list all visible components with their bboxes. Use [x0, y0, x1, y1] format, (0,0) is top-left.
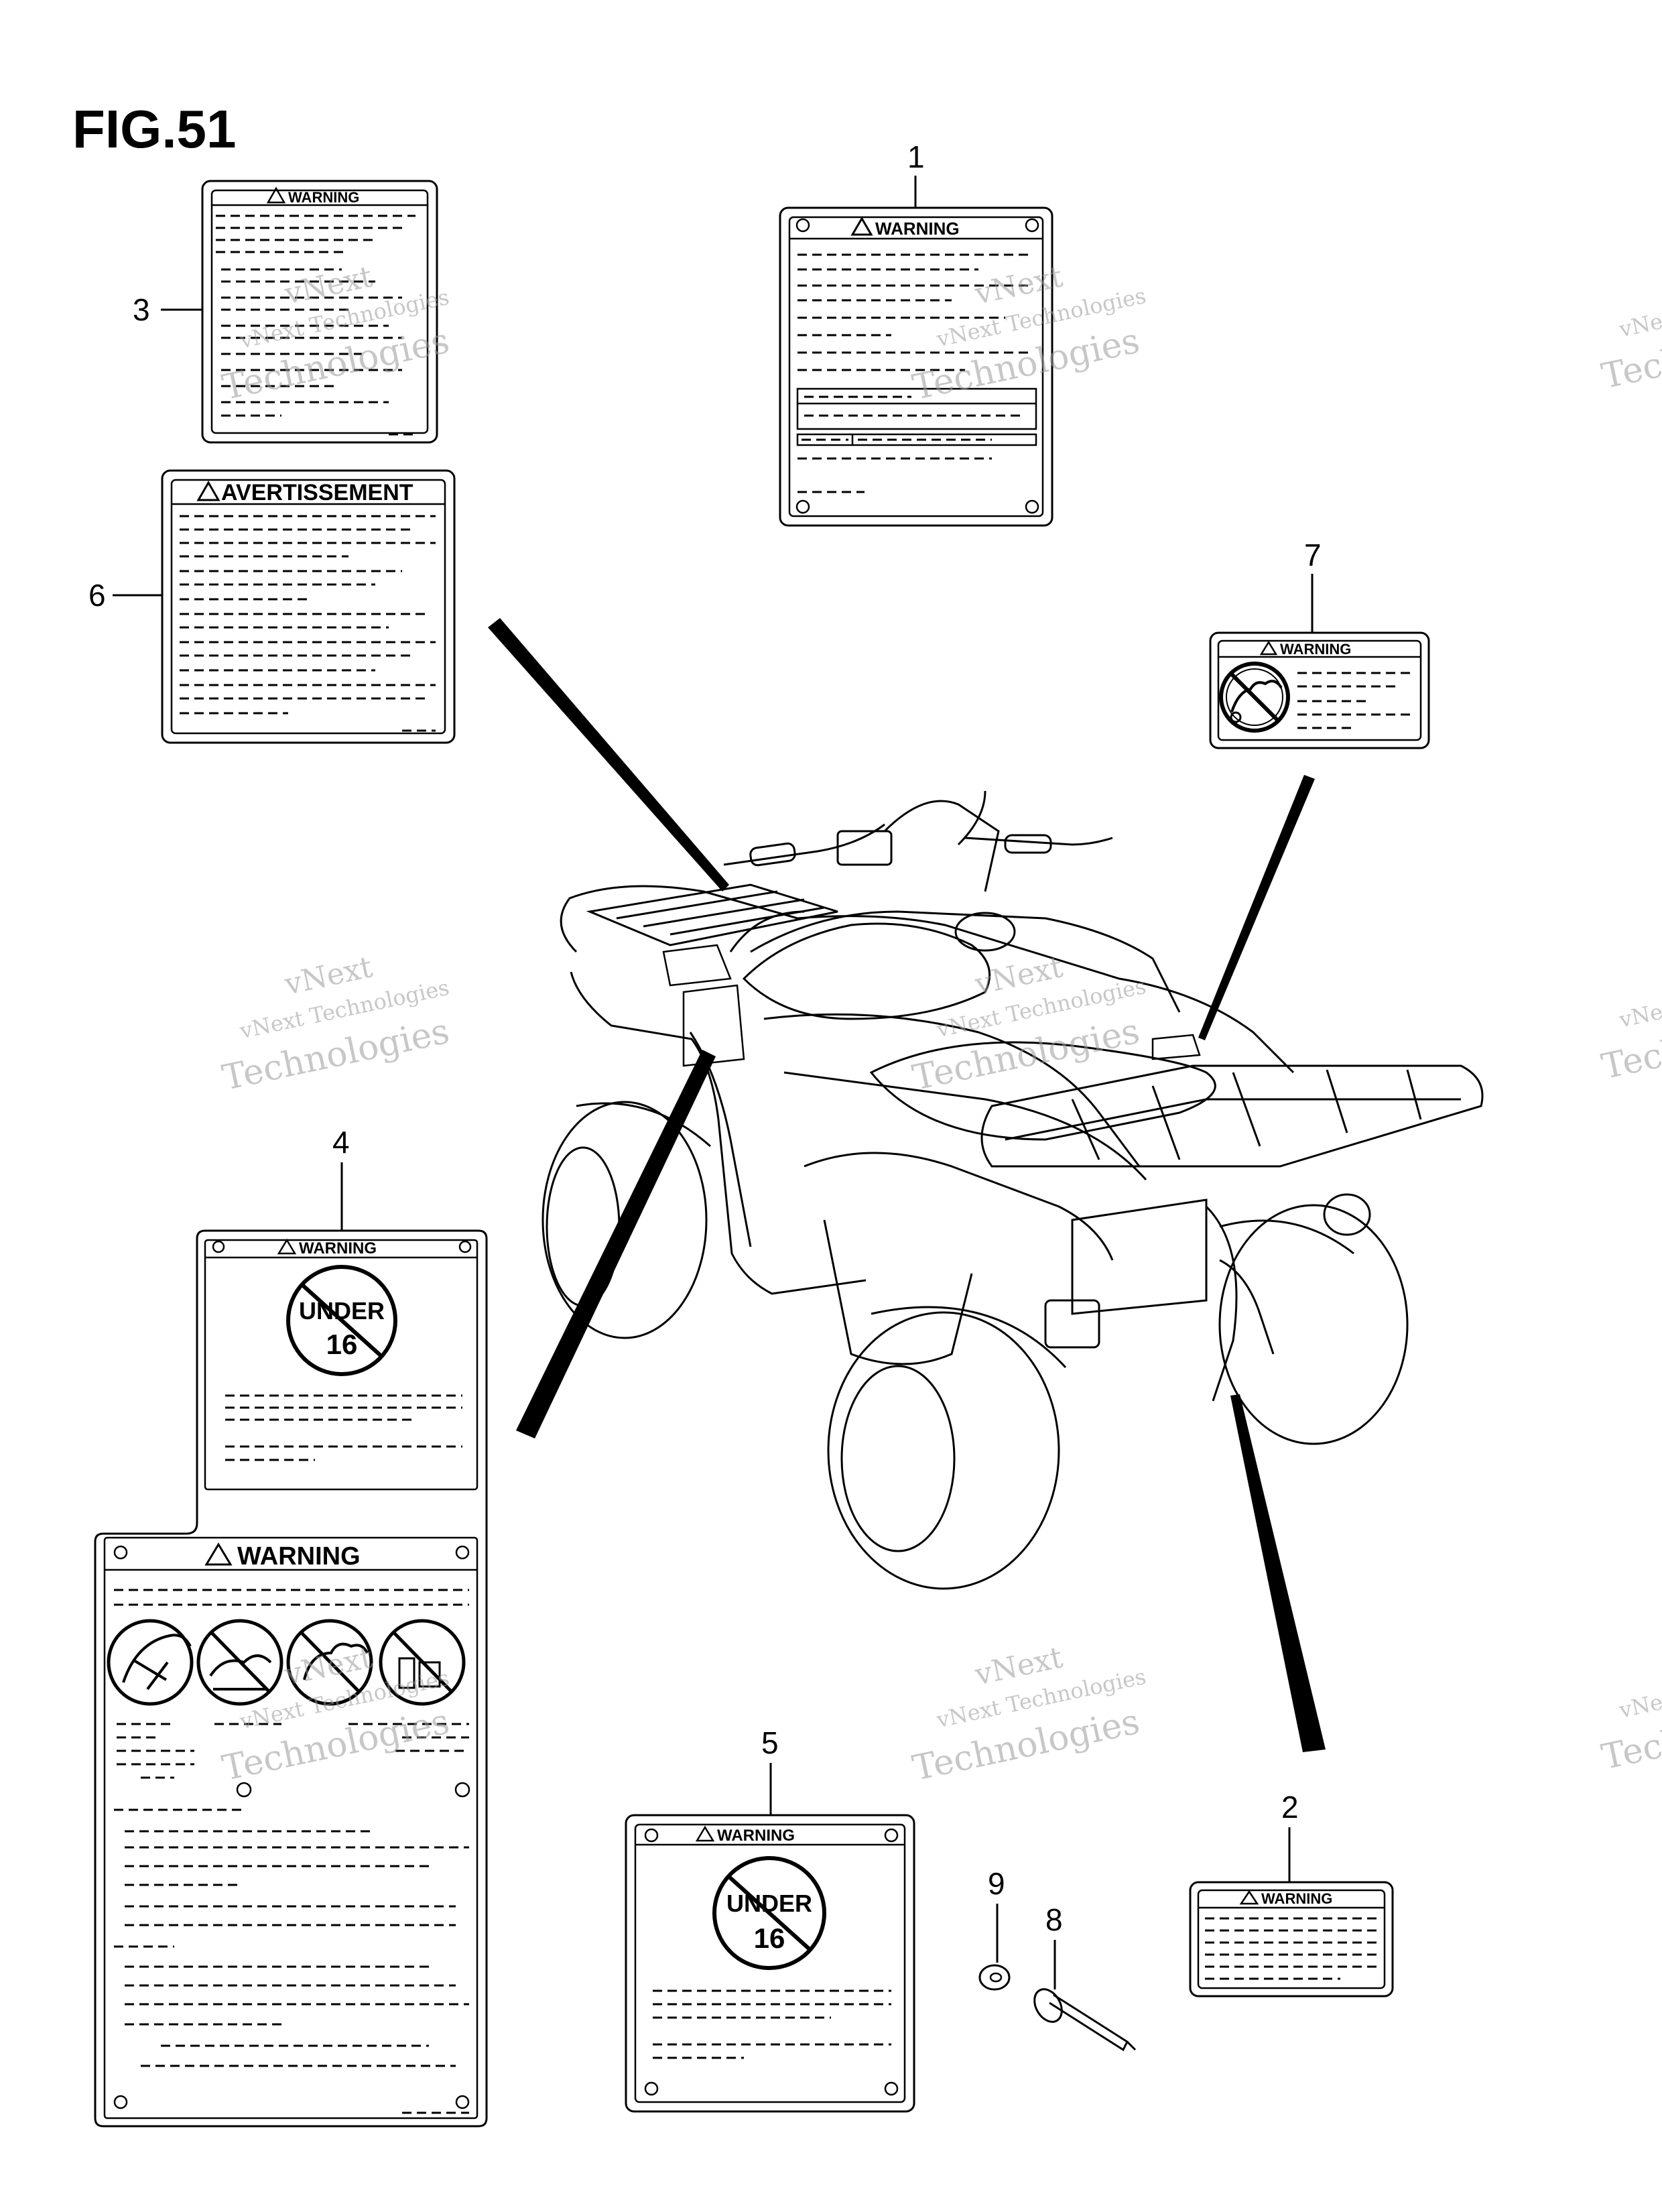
- safety-pictograms: [107, 1619, 466, 1706]
- warning-triangle-icon: [277, 1238, 297, 1255]
- label-1-heading: WARNING: [875, 219, 960, 239]
- svg-text:1: 1: [907, 139, 925, 174]
- label-4-top-text-lines: [225, 1394, 462, 1461]
- warning-triangle-icon: [204, 1542, 233, 1566]
- label-2-text-lines: [1205, 1917, 1377, 1980]
- callout-8: 8: [1045, 1902, 1063, 1989]
- label-7-warning: WARNING: [1209, 631, 1430, 749]
- warning-triangle-icon: [266, 186, 286, 204]
- label-7-heading: WARNING: [1280, 641, 1351, 658]
- atv-illustration: [541, 790, 1484, 1590]
- pointer-wedges: [488, 618, 1326, 1752]
- rollover-pictogram-icon: [107, 1619, 194, 1706]
- watermark-7: vNext Technologies Technologies: [1598, 273, 1662, 397]
- no-alcohol-drugs-pictogram-icon: [379, 1619, 466, 1706]
- watermark-9: vNext Technologies Technologies: [1598, 1654, 1662, 1778]
- warning-triangle-icon: [850, 217, 873, 236]
- under-16-icon: UNDER 16: [286, 1265, 397, 1376]
- svg-text:8: 8: [1045, 1902, 1063, 1937]
- callout-2: 2: [1281, 1790, 1299, 1882]
- label-5-warning: WARNING UNDER 16: [625, 1814, 915, 2113]
- watermark-3: vNext vNext Technologies Technologies: [219, 950, 453, 1099]
- watermark-4: vNext vNext Technologies Technologies: [909, 950, 1149, 1099]
- label-3-text-lines: [216, 214, 416, 436]
- callout-5: 5: [761, 1725, 779, 1815]
- svg-text:9: 9: [988, 1866, 1005, 1901]
- svg-text:2: 2: [1281, 1790, 1299, 1825]
- label-5-heading: WARNING: [717, 1827, 795, 1845]
- svg-text:vNext Technologies: vNext Technologies: [1616, 1654, 1662, 1723]
- label-4-heading: WARNING: [299, 1239, 377, 1257]
- label-7-text-lines: [1297, 672, 1414, 729]
- svg-text:3: 3: [133, 292, 150, 327]
- watermark-2: vNext vNext Technologies Technologies: [909, 259, 1149, 408]
- svg-text:7: 7: [1304, 538, 1322, 572]
- no-passenger-pictogram-icon: [1219, 662, 1290, 733]
- callout-4: 4: [332, 1125, 350, 1231]
- callout-3: 3: [133, 292, 202, 327]
- part-9-washer: [978, 1964, 1011, 1991]
- label-6-heading: AVERTISSEMENT: [221, 480, 413, 505]
- label-6-text-lines: [180, 515, 436, 732]
- label-4-warning: WARNING UNDER 16 WARNING: [94, 1229, 488, 2128]
- label-1-warning: WARNING: [779, 206, 1053, 527]
- under-16-icon: UNDER 16: [712, 1856, 826, 1970]
- label-3-warning: WARNING: [201, 180, 438, 444]
- callout-1: 1: [907, 139, 925, 208]
- warning-triangle-icon: [695, 1825, 715, 1842]
- label-2-heading: WARNING: [1261, 1890, 1332, 1907]
- svg-text:vNext Technologies: vNext Technologies: [1616, 963, 1662, 1032]
- watermark-6: vNext vNext Technologies Technologies: [909, 1640, 1149, 1789]
- label-5-text-lines: [653, 1989, 891, 2059]
- label-4-lower-heading: WARNING: [237, 1542, 361, 1571]
- svg-text:vNext Technologies: vNext Technologies: [1616, 273, 1662, 342]
- label-4-lower-text-lines: [114, 1723, 469, 2114]
- callout-6: 6: [88, 578, 162, 613]
- warning-triangle-icon: [1259, 640, 1278, 656]
- watermark-5: vNext vNext Technologies Technologies: [219, 1640, 453, 1789]
- callout-9: 9: [988, 1866, 1005, 1963]
- svg-text:6: 6: [88, 578, 106, 613]
- no-passenger-pictogram-icon: [286, 1619, 373, 1706]
- svg-text:16: 16: [754, 1922, 785, 1954]
- warning-triangle-icon: [196, 480, 220, 501]
- watermark-8: vNext Technologies Technologies: [1598, 963, 1662, 1087]
- figure-title: FIG.51: [72, 99, 237, 159]
- label-3-heading: WARNING: [288, 189, 359, 206]
- label-2-warning: WARNING: [1189, 1881, 1394, 1998]
- svg-text:16: 16: [326, 1329, 358, 1360]
- part-8-rivet: [1033, 1988, 1137, 2052]
- svg-text:5: 5: [761, 1725, 779, 1760]
- svg-text:4: 4: [332, 1125, 350, 1160]
- label-6-avertissement: AVERTISSEMENT: [161, 469, 456, 744]
- callout-7: 7: [1304, 538, 1322, 633]
- no-paved-surface-pictogram-icon: [196, 1619, 283, 1706]
- label-1-text-lines: [797, 253, 1032, 371]
- warning-triangle-icon: [1239, 1890, 1259, 1905]
